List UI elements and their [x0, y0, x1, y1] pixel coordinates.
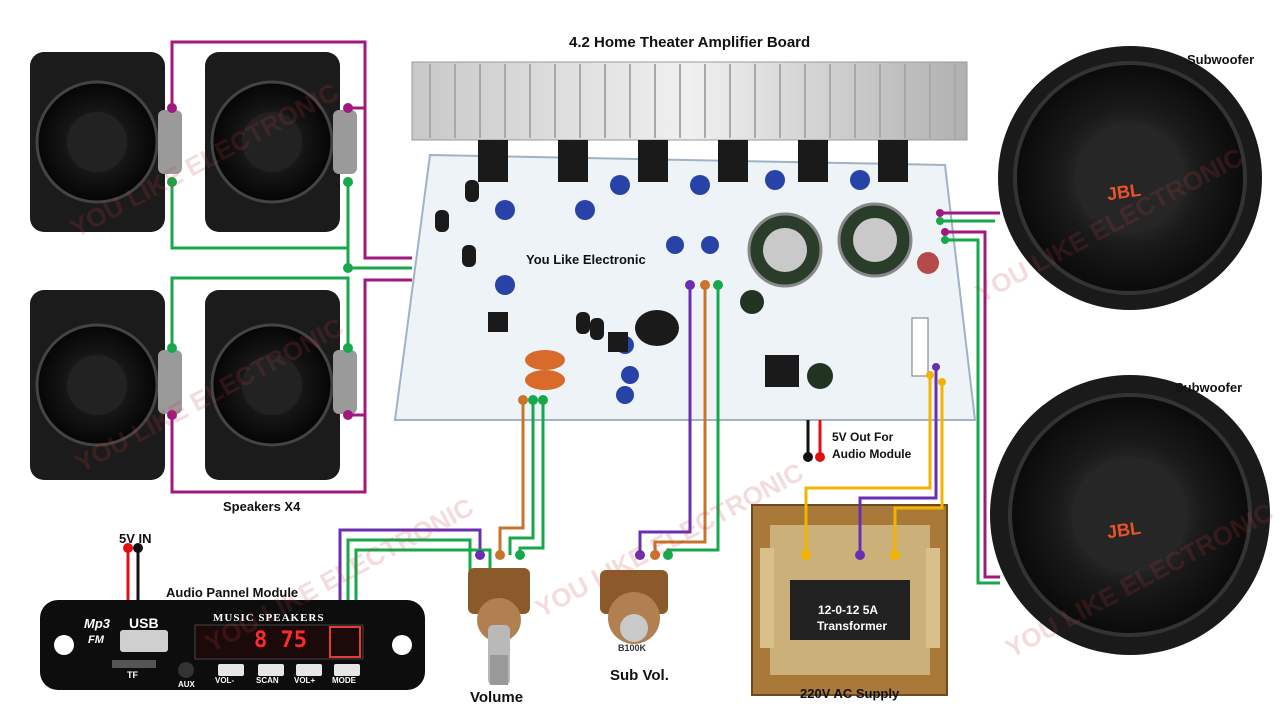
vol-up-icon — [296, 664, 322, 676]
sub-volume-potentiometer — [600, 570, 668, 644]
transformer-wires — [804, 367, 944, 555]
transformer-terminals — [801, 363, 946, 560]
scan-button[interactable]: SCAN — [256, 664, 284, 685]
speaker-terminals — [167, 103, 353, 420]
tf-slot[interactable]: TF — [127, 670, 138, 680]
board-brand: You Like Electronic — [526, 252, 646, 267]
amplifier-board — [393, 61, 977, 421]
subwoofer-bottom — [990, 375, 1270, 655]
subwoofer-bottom-label: Subwoofer — [1175, 380, 1243, 395]
transformer — [751, 504, 948, 696]
five-volt-in-label: 5V IN — [119, 531, 152, 546]
subwoofer-wires — [940, 211, 1000, 585]
volume-wires — [126, 285, 720, 600]
module-display: 8 75 — [254, 628, 307, 653]
speakers-label: Speakers X4 — [223, 499, 301, 514]
volume-potentiometer — [468, 568, 530, 685]
ac-supply-label: 220V AC Supply — [800, 686, 900, 701]
vol-up-button[interactable]: VOL+ — [294, 664, 322, 685]
volume-label: Volume — [470, 689, 524, 706]
transformer-label-1: 12-0-12 5A — [818, 603, 879, 617]
mp3-label: Mp3 — [84, 616, 110, 631]
subwoofer-top — [998, 46, 1262, 310]
vol-down-button[interactable]: VOL- — [215, 664, 244, 685]
five-volt-out-label-1: 5V Out For — [832, 430, 894, 444]
page-title: 4.2 Home Theater Amplifier Board — [569, 34, 811, 51]
aux-port[interactable]: AUX — [178, 680, 195, 689]
usb-port[interactable]: USB — [129, 615, 159, 631]
pot-marking: B100K — [618, 643, 647, 653]
sub-vol-label: Sub Vol. — [610, 667, 669, 684]
mode-button[interactable]: MODE — [332, 664, 360, 685]
audio-module-label: Audio Pannel Module — [166, 585, 299, 600]
subwoofer-connector — [936, 209, 949, 244]
mp3-module — [40, 600, 425, 690]
wire-terminals — [123, 280, 723, 560]
scan-icon — [258, 664, 284, 676]
fm-label: FM — [88, 634, 104, 646]
vol-down-icon — [218, 664, 244, 676]
subwoofer-top-label: Subwoofer — [1187, 52, 1255, 67]
five-volt-out-label-2: Audio Module — [832, 447, 912, 461]
speaker-top-left — [30, 52, 182, 232]
module-header: MUSIC SPEAKERS — [213, 612, 325, 624]
speaker-top-right — [205, 52, 357, 232]
transformer-label-2: Transformer — [817, 619, 888, 633]
mode-icon — [334, 664, 360, 676]
five-volt-out-wires — [803, 420, 825, 462]
speaker-wires — [170, 40, 412, 494]
speaker-bottom-left — [30, 290, 182, 480]
speaker-bottom-right — [205, 290, 357, 480]
